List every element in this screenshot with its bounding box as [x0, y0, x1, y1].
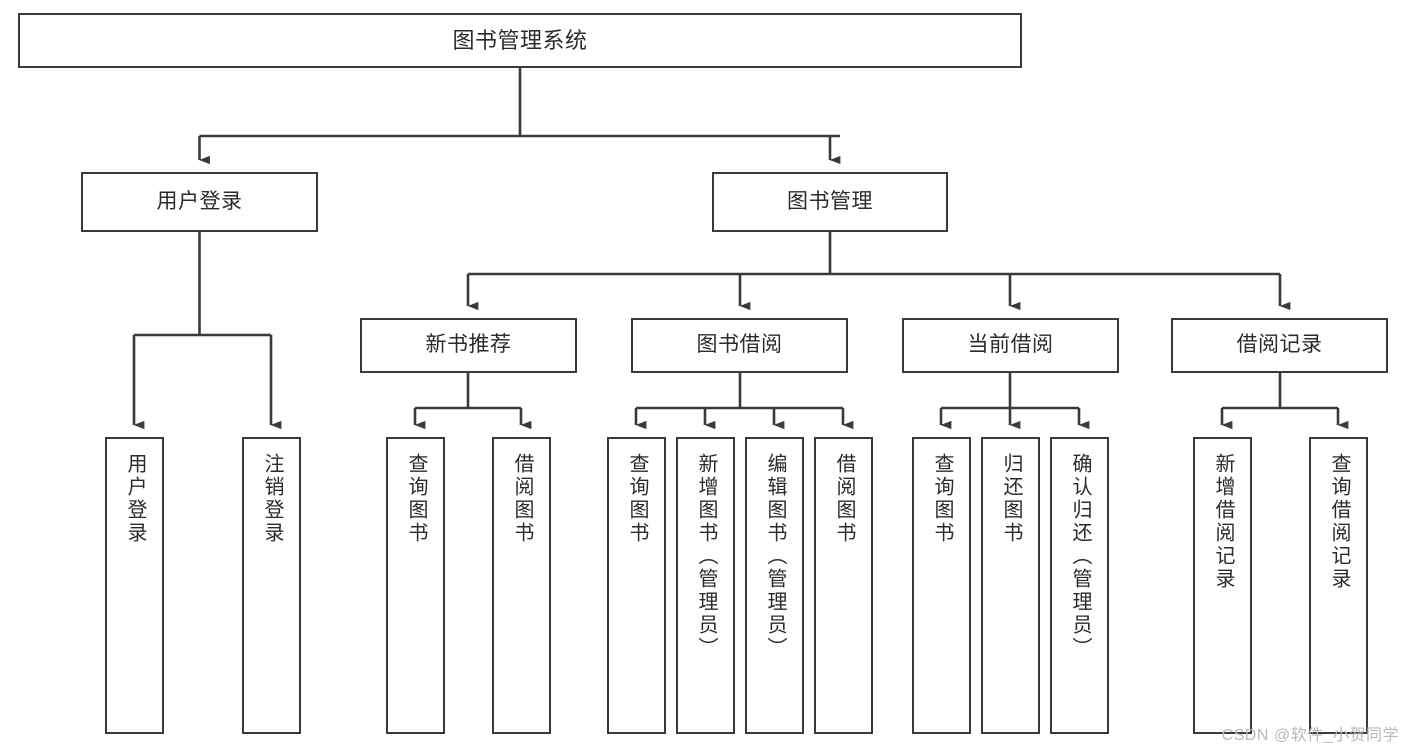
node-root-library-system[interactable]: 图书管理系统	[18, 13, 1022, 68]
node-label: 借阅图书	[833, 453, 855, 545]
leaf-borrow-book[interactable]: 借阅图书	[814, 437, 873, 734]
node-label: 图书管理系统	[452, 27, 588, 53]
leaf-query-book-borrow[interactable]: 查询图书	[607, 437, 666, 734]
node-book-borrow[interactable]: 图书借阅	[631, 318, 848, 373]
node-label: 新增借阅记录	[1212, 453, 1234, 591]
node-new-book-recommend[interactable]: 新书推荐	[360, 318, 577, 373]
node-book-management[interactable]: 图书管理	[712, 172, 948, 232]
leaf-return-book[interactable]: 归还图书	[981, 437, 1040, 734]
leaf-confirm-return-admin[interactable]: 确认归还（管理员）	[1050, 437, 1109, 734]
leaf-add-book-admin[interactable]: 新增图书（管理员）	[676, 437, 735, 734]
node-user-login[interactable]: 用户登录	[81, 172, 318, 232]
node-label: 新书推荐	[425, 333, 512, 357]
leaf-query-book-current[interactable]: 查询图书	[912, 437, 971, 734]
node-label: 查询图书	[931, 453, 953, 545]
node-borrow-record[interactable]: 借阅记录	[1171, 318, 1388, 373]
node-label: 归还图书	[1000, 453, 1022, 545]
node-label: 当前借阅	[967, 333, 1054, 357]
leaf-edit-book-admin[interactable]: 编辑图书（管理员）	[745, 437, 804, 734]
node-label: 编辑图书（管理员）	[764, 453, 786, 660]
node-current-borrow[interactable]: 当前借阅	[902, 318, 1119, 373]
node-label: 查询借阅记录	[1328, 453, 1350, 591]
leaf-query-book-newbook[interactable]: 查询图书	[386, 437, 445, 734]
leaf-add-borrow-record[interactable]: 新增借阅记录	[1193, 437, 1252, 734]
leaf-logout[interactable]: 注销登录	[242, 437, 301, 734]
leaf-user-login[interactable]: 用户登录	[105, 437, 164, 734]
node-label: 用户登录	[156, 189, 243, 213]
node-label: 新增图书（管理员）	[695, 453, 717, 660]
node-label: 借阅记录	[1236, 333, 1323, 357]
node-label: 注销登录	[261, 453, 283, 545]
node-label: 图书借阅	[696, 333, 783, 357]
node-label: 查询图书	[405, 453, 427, 545]
node-label: 图书管理	[787, 189, 873, 213]
leaf-query-borrow-record[interactable]: 查询借阅记录	[1309, 437, 1368, 734]
node-label: 查询图书	[626, 453, 648, 545]
node-label: 用户登录	[124, 453, 146, 545]
node-label: 借阅图书	[511, 453, 533, 545]
watermark-text: CSDN @软件_小贺同学	[1221, 727, 1399, 744]
node-label: 确认归还（管理员）	[1069, 453, 1091, 660]
leaf-borrow-book-newbook[interactable]: 借阅图书	[492, 437, 551, 734]
